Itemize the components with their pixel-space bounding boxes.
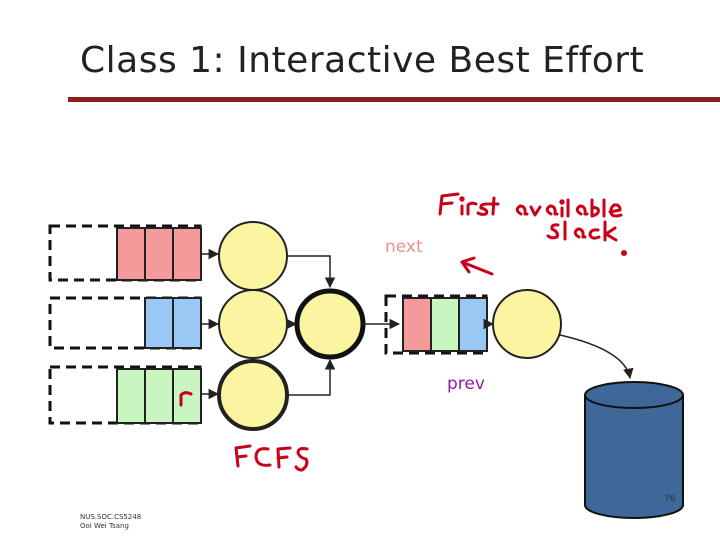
handwritten-first-available-slack [438,192,627,276]
prev-label: prev [447,374,485,394]
slide-title: Class 1: Interactive Best Effort [80,40,645,81]
output-server-circle [492,289,562,359]
input-slot-2 [48,296,202,350]
footer: NUS.SOC.CS5248 Ooi Wei Tsang [80,513,141,531]
output-queue [402,297,488,352]
arrow-server3-to-merge [287,358,336,396]
queue-blue [144,297,202,349]
server-circle-2 [218,289,288,359]
title-underline [68,97,720,102]
footer-course: NUS.SOC.CS5248 [80,513,142,521]
arrow-server-to-disk [559,334,634,380]
handwritten-fcfs [234,444,309,472]
queue-red [116,227,202,281]
next-label: next [385,237,423,257]
footer-author: Ooi Wei Tsang [80,522,129,530]
page-number: 76 [664,494,676,504]
handwritten-tick-mark [179,391,193,407]
disk-storage-icon [584,381,684,519]
queue-green [116,368,202,424]
server-circle-1 [218,221,288,291]
server-circle-3 [217,359,289,431]
arrow-server1-to-merge [287,255,336,289]
merge-server-circle [294,288,366,360]
